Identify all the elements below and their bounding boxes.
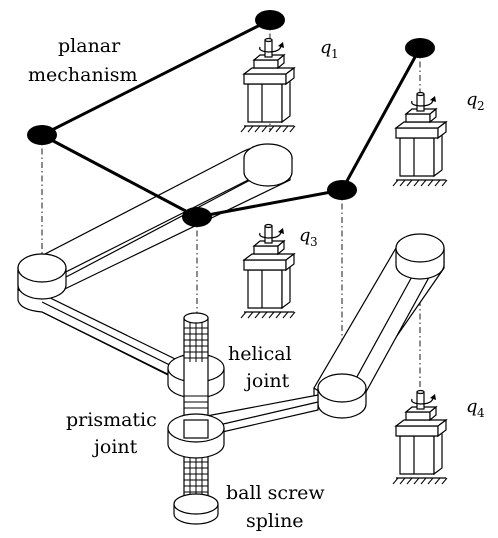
joint-node [182, 207, 212, 227]
motor-label-q2: q 2 [466, 89, 485, 113]
label-planar: planar [58, 35, 121, 57]
motor-label-q3: q 3 [299, 225, 318, 249]
label-prismatic: prismatic [66, 409, 157, 431]
svg-text:q: q [466, 396, 478, 417]
label-helical-joint: joint [244, 370, 290, 392]
motor-label-q1: q 1 [320, 37, 339, 61]
svg-text:q: q [320, 37, 332, 58]
motor-label-q4: q 4 [466, 396, 485, 420]
svg-text:4: 4 [477, 406, 485, 420]
prismatic-collar [168, 414, 224, 458]
label-helical: helical [228, 343, 292, 365]
motor-q2 [393, 93, 447, 187]
svg-text:q: q [299, 225, 311, 246]
svg-text:2: 2 [477, 99, 485, 113]
motor-q1 [241, 39, 295, 133]
svg-text:1: 1 [331, 47, 339, 61]
left-pulley [18, 254, 66, 299]
joint-node [255, 10, 285, 30]
joint-node [27, 125, 57, 145]
joint-node [327, 180, 357, 200]
label-spline: spline [246, 510, 304, 532]
svg-text:q: q [466, 89, 478, 110]
pulley [318, 374, 366, 402]
label-prismatic-joint: joint [92, 436, 138, 458]
label-mechanism: mechanism [28, 64, 138, 86]
motor-q3 [241, 225, 295, 319]
svg-text:3: 3 [310, 235, 318, 249]
joint-node [405, 38, 435, 58]
motor-q4 [393, 391, 447, 485]
label-ball-screw: ball screw [226, 482, 325, 504]
right-belt-link [314, 234, 444, 418]
pulley [396, 234, 444, 262]
